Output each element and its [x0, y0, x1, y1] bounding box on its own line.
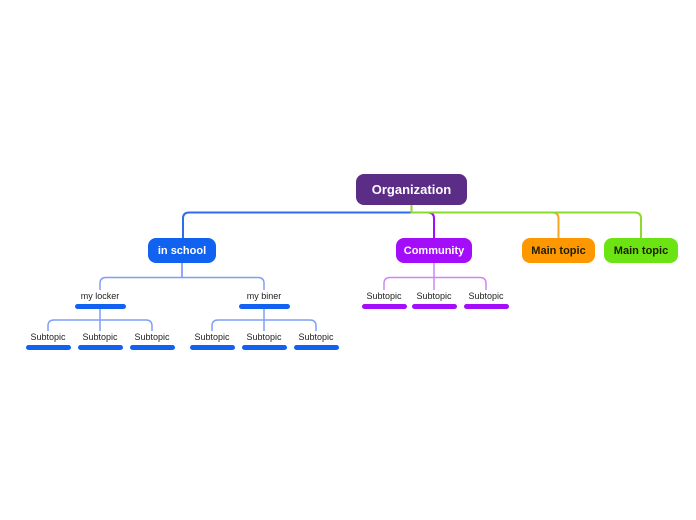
node-in-school[interactable]: in school	[148, 238, 216, 263]
connector-mybiner-right	[264, 319, 317, 331]
node-in-school-label: in school	[157, 244, 207, 257]
connector-community-left	[383, 276, 434, 290]
topic-subtopic[interactable]: Subtopic	[404, 291, 464, 309]
node-main-topic-orange[interactable]: Main topic	[522, 238, 595, 263]
topic-subtopic[interactable]: Subtopic	[354, 291, 414, 309]
connector-root-in-school	[182, 205, 413, 238]
topic-my-biner-label: my biner	[246, 291, 282, 301]
topic-subtopic[interactable]: Subtopic	[456, 291, 516, 309]
topic-my-locker-underline	[74, 304, 126, 309]
subtopic-underline	[361, 304, 407, 309]
subtopic-underline	[129, 345, 175, 350]
subtopic-underline	[411, 304, 457, 309]
subtopic-label: Subtopic	[366, 291, 402, 301]
subtopic-underline	[189, 345, 235, 350]
connector-root-main-orange	[410, 205, 560, 238]
connector-root-main-green	[410, 205, 642, 238]
topic-subtopic[interactable]: Subtopic	[70, 332, 130, 350]
topic-subtopic[interactable]: Subtopic	[234, 332, 294, 350]
subtopic-label: Subtopic	[298, 332, 334, 342]
connector-inschool-mybiner	[181, 263, 265, 290]
connector-mylocker-right	[100, 319, 153, 331]
node-main-topic-orange-label: Main topic	[531, 244, 586, 257]
node-organization-label: Organization	[371, 182, 452, 197]
subtopic-label: Subtopic	[30, 332, 66, 342]
topic-my-locker[interactable]: my locker	[70, 291, 130, 309]
subtopic-label: Subtopic	[134, 332, 170, 342]
connector-root-community	[410, 205, 435, 238]
connector-inschool-mylocker	[99, 263, 183, 290]
subtopic-underline	[241, 345, 287, 350]
connector-community-right	[434, 276, 487, 290]
subtopic-underline	[293, 345, 339, 350]
node-community-label: Community	[403, 244, 465, 257]
topic-subtopic[interactable]: Subtopic	[18, 332, 78, 350]
subtopic-label: Subtopic	[246, 332, 282, 342]
node-main-topic-green[interactable]: Main topic	[604, 238, 678, 263]
topic-subtopic[interactable]: Subtopic	[286, 332, 346, 350]
topic-my-locker-label: my locker	[80, 291, 120, 301]
topic-subtopic[interactable]: Subtopic	[182, 332, 242, 350]
subtopic-underline	[463, 304, 509, 309]
subtopic-label: Subtopic	[468, 291, 504, 301]
node-main-topic-green-label: Main topic	[613, 244, 669, 257]
subtopic-underline	[77, 345, 123, 350]
subtopic-label: Subtopic	[194, 332, 230, 342]
subtopic-label: Subtopic	[416, 291, 452, 301]
connector-mylocker-left	[47, 319, 100, 331]
node-community[interactable]: Community	[396, 238, 472, 263]
subtopic-label: Subtopic	[82, 332, 118, 342]
node-organization[interactable]: Organization	[356, 174, 467, 205]
topic-subtopic[interactable]: Subtopic	[122, 332, 182, 350]
topic-my-biner-underline	[238, 304, 290, 309]
connector-mybiner-left	[211, 319, 264, 331]
subtopic-underline	[25, 345, 71, 350]
topic-my-biner[interactable]: my biner	[234, 291, 294, 309]
